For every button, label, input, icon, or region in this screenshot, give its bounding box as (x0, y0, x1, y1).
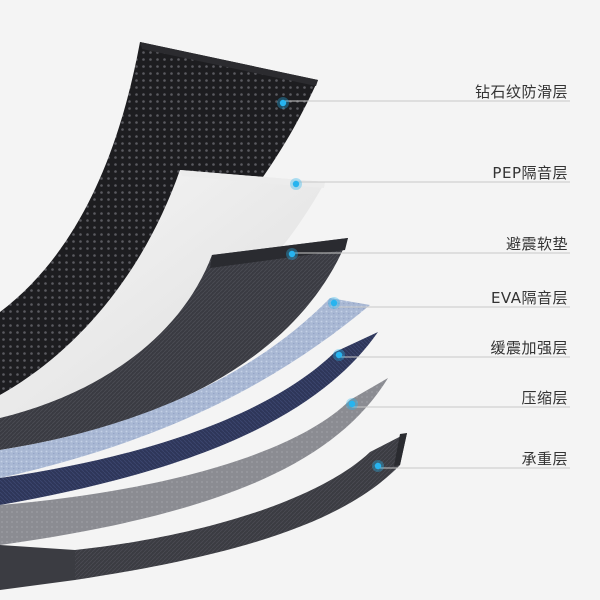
layer-label-shock-pad: 避震软垫 (505, 235, 568, 253)
layer-eva (0, 298, 370, 478)
layer-label-load-bearing: 承重层 (521, 450, 568, 468)
layer-shock-pad (0, 238, 348, 450)
layer-label-eva: EVA隔音层 (490, 289, 568, 307)
layer-markers (277, 97, 384, 472)
marker-dot-eva (330, 299, 338, 307)
leader-lines (283, 100, 570, 469)
layer-compression (0, 378, 388, 545)
layer-label-pep: PEP隔音层 (492, 164, 568, 182)
layer-label-compression: 压缩层 (521, 389, 568, 407)
marker-dot-diamond (279, 99, 287, 107)
layer-label-diamond: 钻石纹防滑层 (474, 83, 568, 101)
layer-label-cushion: 缓震加强层 (490, 339, 568, 357)
marker-dot-cushion (335, 351, 343, 359)
layer-pep (0, 170, 325, 420)
marker-dot-shock-pad (288, 250, 296, 258)
marker-dot-load-bearing (374, 462, 382, 470)
layer-load-bearing (0, 433, 407, 590)
marker-dot-pep (292, 180, 300, 188)
layer-diamond (0, 42, 318, 395)
layer-cushion (0, 332, 378, 505)
marker-dot-compression (348, 400, 356, 408)
